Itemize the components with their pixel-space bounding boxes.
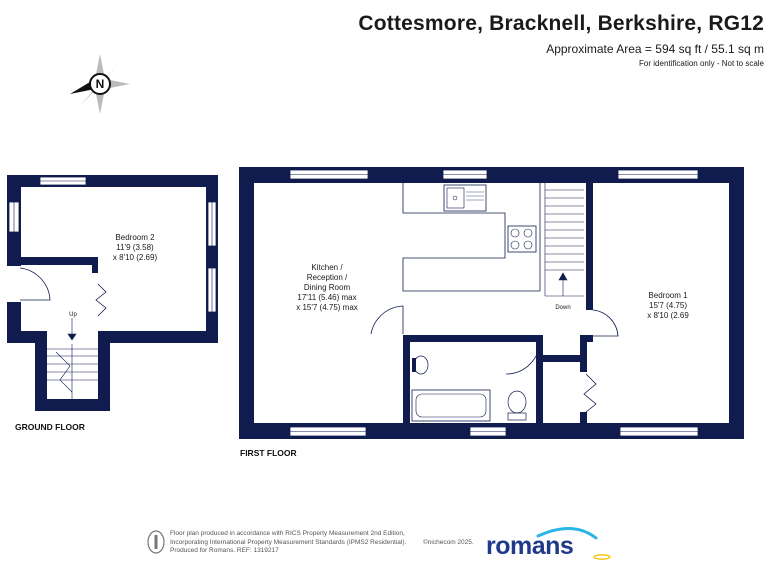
stairs-down-label: Down	[555, 305, 570, 311]
first-floor-plan: Down Kitchen / Reception / Dining Room 1…	[239, 167, 744, 458]
copyright: ©nichecom 2025.	[423, 539, 474, 546]
stairs-up-label: Up	[69, 312, 77, 318]
bedroom-2-dim1: 11'9 (3.58)	[116, 243, 154, 252]
bedroom-1-name: Bedroom 1	[648, 291, 688, 300]
brand-name: romans	[486, 532, 574, 560]
kitchen-dim2: x 15'7 (4.75) max	[296, 303, 358, 312]
identification-note: For identification only - Not to scale	[639, 59, 764, 68]
kitchen-name-line2: Reception /	[307, 273, 348, 282]
compass-icon: N	[70, 54, 130, 114]
footer-line2: Incorporating International Property Mea…	[170, 538, 407, 546]
page-title: Cottesmore, Bracknell, Berkshire, RG12	[358, 12, 764, 35]
brand-logo: romans	[486, 532, 574, 561]
footer-line3: Produced for Romans. REF: 1319217	[170, 547, 279, 554]
first-floor-label: FIRST FLOOR	[240, 448, 297, 458]
ground-floor-plan: Up Bedroom 2 11'9 (3.58) x 8'10 (2.69) G…	[7, 175, 218, 432]
approximate-area: Approximate Area = 594 sq ft / 55.1 sq m	[546, 42, 764, 56]
bedroom-1-dim2: x 8'10 (2.69	[647, 311, 689, 320]
rics-logo-icon	[147, 530, 165, 554]
compass-letter: N	[96, 77, 105, 91]
kitchen-dim1: 17'11 (5.46) max	[297, 293, 356, 302]
bedroom-2-dim2: x 8'10 (2.69)	[113, 253, 158, 262]
bedroom-2-name: Bedroom 2	[115, 233, 155, 242]
footer-note: Floor plan produced in accordance with R…	[170, 530, 406, 556]
kitchen-name-line3: Dining Room	[304, 283, 351, 292]
ground-floor-label: GROUND FLOOR	[15, 422, 85, 432]
bedroom-1-dim1: 15'7 (4.75)	[649, 301, 687, 310]
brand-swoosh-icon	[536, 526, 611, 560]
kitchen-name-line1: Kitchen /	[311, 263, 343, 272]
footer-line1: Floor plan produced in accordance with R…	[170, 530, 405, 537]
